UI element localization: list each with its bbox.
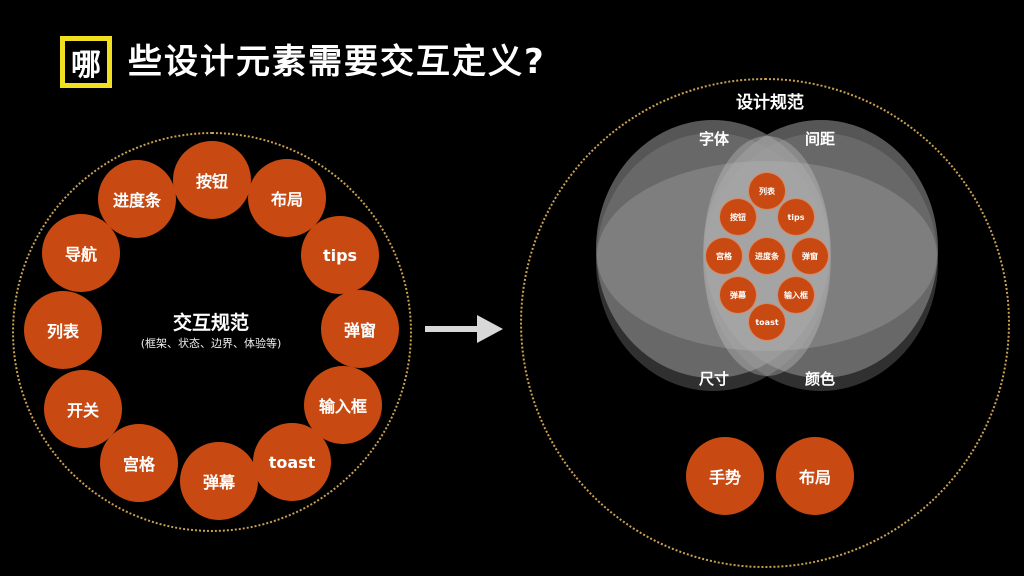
design-spec-title: 设计规范 [736, 93, 804, 113]
inner-bubble-tips: tips [777, 198, 815, 236]
inner-bubble-danmaku: 弹幕 [719, 276, 757, 314]
inner-bubble-toast: toast [748, 303, 786, 341]
bubble-list: 列表 [24, 291, 102, 369]
bubble-button: 按钮 [173, 141, 251, 219]
title-highlight: 哪 [60, 36, 112, 88]
inner-bubble-list: 列表 [748, 172, 786, 210]
bubble-toast: toast [253, 423, 331, 501]
bubble-input-box: 输入框 [304, 366, 382, 444]
interaction-spec-title: 交互规范 [172, 312, 249, 334]
bubble-switch: 开关 [44, 370, 122, 448]
inner-bubble-popup: 弹窗 [791, 237, 829, 275]
bubble-danmaku: 弹幕 [180, 442, 258, 520]
venn-label-font: 字体 [698, 130, 729, 148]
bubble-tips: tips [301, 216, 379, 294]
inner-bubble-input-box: 输入框 [777, 276, 815, 314]
bubble-popup: 弹窗 [321, 290, 399, 368]
bubble-progress: 进度条 [98, 160, 176, 238]
inner-bubble-button: 按钮 [719, 198, 757, 236]
inner-bubble-grid: 宫格 [705, 237, 743, 275]
bubble-layout-bottom: 布局 [776, 437, 854, 515]
design-spec-ring [520, 78, 1010, 568]
bubble-layout: 布局 [248, 159, 326, 237]
bubble-gesture: 手势 [686, 437, 764, 515]
interaction-spec-subtitle: (框架、状态、边界、体验等) [140, 337, 282, 350]
interaction-ring [12, 132, 412, 532]
page-title: 些设计元素需要交互定义? [128, 42, 546, 82]
bubble-nav: 导航 [42, 214, 120, 292]
arrow-right-icon [425, 315, 503, 343]
bubble-grid: 宫格 [100, 424, 178, 502]
venn-label-spacing: 间距 [804, 130, 835, 148]
inner-bubble-progress: 进度条 [748, 237, 786, 275]
venn-label-size: 尺寸 [698, 370, 729, 388]
venn-label-color: 颜色 [804, 370, 835, 388]
